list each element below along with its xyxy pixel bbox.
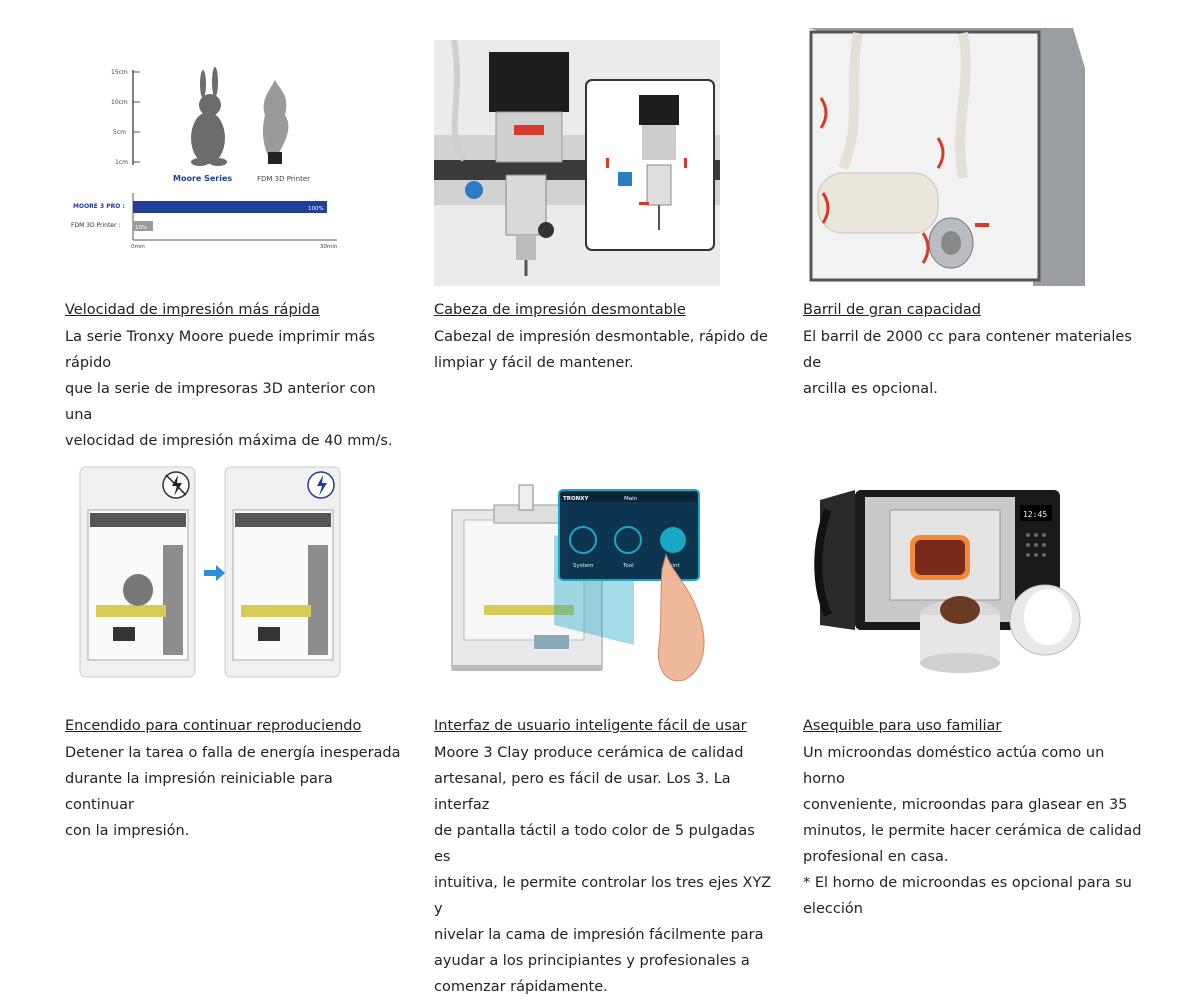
feature-description: Un microondas doméstico actúa como un ho…	[803, 745, 1142, 917]
y-tick: 1cm	[115, 159, 128, 166]
bar-label: FDM 3D Printer :	[71, 222, 120, 229]
feature-title[interactable]: Velocidad de impresión más rápida	[65, 302, 320, 318]
x-tick: 0min	[131, 244, 145, 250]
y-tick: 15cm	[111, 69, 128, 76]
barrel-image	[803, 28, 1085, 286]
product-label: Moore Series	[173, 174, 232, 183]
bar-value: 10%	[135, 225, 147, 231]
screen-menu-item: Tool	[622, 563, 634, 569]
feature-description: Detener la tarea o falla de energía ines…	[65, 745, 401, 839]
x-tick: 30min	[320, 244, 338, 250]
feature-title[interactable]: Interfaz de usuario inteligente fácil de…	[434, 718, 747, 734]
print-head-image	[434, 40, 720, 286]
y-tick: 5cm	[113, 129, 126, 136]
touch-interface-image: TRONXY Main System Tool Print	[434, 475, 722, 685]
compare-label: FDM 3D Printer	[257, 175, 310, 183]
bar-moore	[133, 201, 327, 213]
power-resume-image	[78, 465, 343, 680]
bar-fdm	[133, 221, 153, 231]
bar-label: MOORE 3 PRO :	[73, 203, 125, 210]
feature-title[interactable]: Barril de gran capacidad	[803, 302, 981, 318]
screen-brand: TRONXY	[563, 496, 590, 502]
screen-menu-item: System	[573, 563, 594, 569]
feature-title[interactable]: Encendido para continuar reproduciendo	[65, 718, 362, 734]
screen-menu-item: Print	[667, 563, 680, 569]
feature-description: La serie Tronxy Moore puede imprimir más…	[65, 329, 393, 449]
feature-description: Cabezal de impresión desmontable, rápido…	[434, 329, 768, 371]
bar-value: 100%	[308, 206, 324, 212]
feature-title[interactable]: Asequible para uso familiar	[803, 718, 1002, 734]
microwave-display: 12:45	[1023, 510, 1047, 519]
feature-description: Moore 3 Clay produce cerámica de calidad…	[434, 745, 772, 995]
feature-description: El barril de 2000 cc para contener mater…	[803, 329, 1132, 397]
screen-title: Main	[624, 496, 638, 502]
feature-title[interactable]: Cabeza de impresión desmontable	[434, 302, 686, 318]
y-tick: 10cm	[111, 99, 128, 106]
speed-comparison-image: 15cm 10cm 5cm 1cm Moore Series FDM 3D Pr…	[65, 60, 345, 260]
microwave-image: 12:45	[810, 475, 1085, 675]
